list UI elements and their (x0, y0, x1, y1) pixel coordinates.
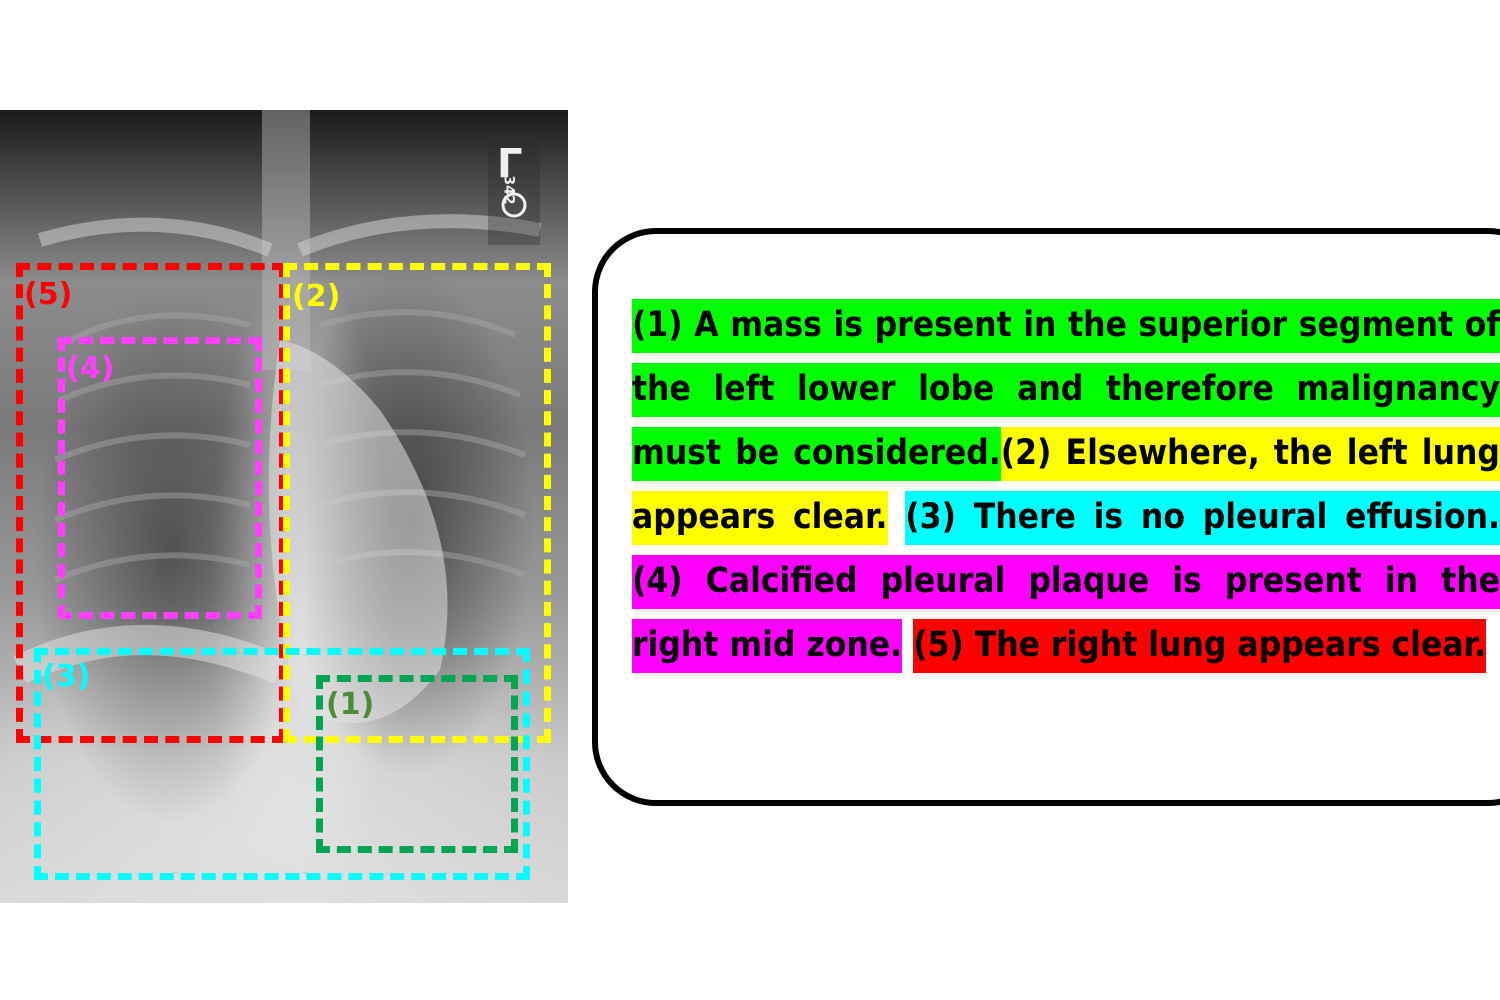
report-segment-3: (3) There is no pleural effusion. (905, 491, 1500, 545)
region-label-5: (5) (24, 277, 73, 312)
region-label-4: (4) (66, 351, 115, 386)
side-marker-number: 342 (500, 175, 517, 205)
region-label-3: (3) (42, 659, 91, 694)
region-label-1: (1) (326, 687, 375, 722)
region-box-2 (283, 263, 551, 743)
region-label-2: (2) (292, 279, 341, 314)
xray-anatomy-shading (13, 110, 542, 724)
region-box-4 (58, 337, 262, 619)
report-segment-5: (5) The right lung appears clear. (913, 619, 1487, 673)
chest-xray-image: L 342 (0, 110, 568, 903)
region-box-3 (34, 648, 530, 880)
region-box-5 (16, 263, 286, 743)
marker-circle-icon (501, 192, 527, 218)
report-text: (1) A mass is present in the superior se… (632, 293, 1500, 677)
region-box-1 (316, 675, 518, 853)
